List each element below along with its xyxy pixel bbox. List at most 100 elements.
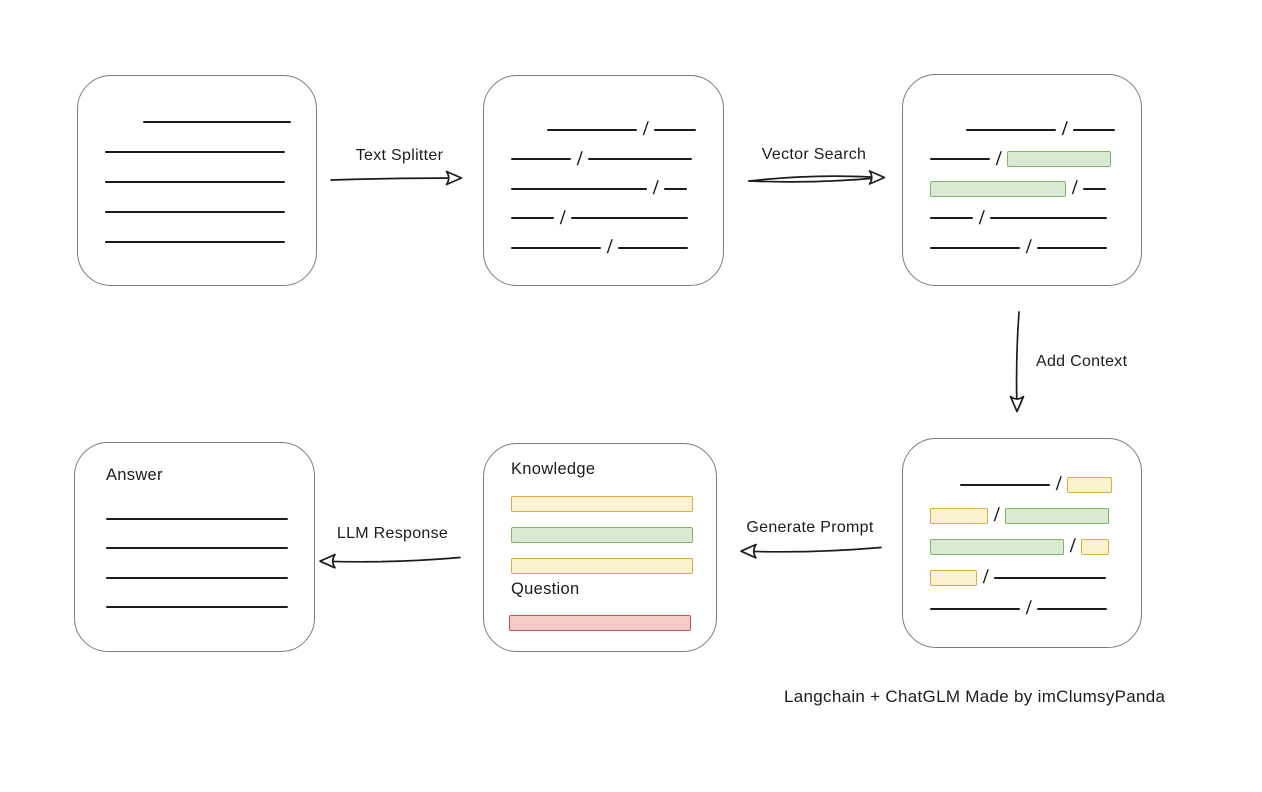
knowledge-bars: [511, 495, 693, 574]
green-highlight-bar: [1007, 151, 1112, 167]
document-box: [77, 75, 317, 286]
yellow-highlight-bar: [511, 495, 693, 512]
text-row: [511, 495, 693, 512]
text-row: [106, 510, 288, 527]
text-row: [106, 599, 288, 616]
context-text-rows: / / / / /: [930, 474, 1113, 619]
text-line: [105, 210, 285, 213]
green-highlight-bar: [511, 526, 693, 543]
text-line: [106, 517, 288, 520]
text-row: [509, 614, 691, 631]
indent-spacer: [511, 129, 541, 130]
yellow-highlight-bar: [1067, 476, 1113, 493]
slash-separator: /: [1055, 474, 1063, 495]
text-line: [511, 158, 571, 160]
text-row: /: [930, 207, 1111, 229]
slash-separator: /: [978, 207, 986, 229]
text-row: /: [930, 505, 1111, 526]
text-line: [571, 217, 689, 219]
text-line: [588, 158, 693, 160]
text-line: [105, 180, 285, 183]
text-line: [930, 217, 973, 219]
text-line: [1073, 128, 1116, 131]
generate-prompt-label: Generate Prompt: [746, 519, 874, 536]
chunks-box: /////: [483, 75, 724, 286]
text-line: [664, 187, 688, 190]
text-row: /: [930, 237, 1111, 258]
slash-separator: /: [995, 148, 1003, 170]
vector-result-box: / / / / /: [902, 74, 1142, 286]
slash-separator: /: [606, 237, 614, 258]
add-context-arrow: [1009, 311, 1025, 413]
text-line: [994, 576, 1107, 579]
indent-spacer: [930, 484, 954, 485]
llm-response-label: LLM Response: [336, 525, 449, 542]
yellow-highlight-bar: [930, 507, 988, 524]
text-line: [1083, 187, 1107, 190]
slash-separator: /: [652, 178, 660, 199]
text-row: [105, 113, 291, 130]
text-row: /: [511, 178, 693, 199]
yellow-highlight-bar: [511, 557, 693, 574]
green-highlight-bar: [1005, 507, 1110, 524]
slash-separator: /: [642, 119, 650, 140]
text-row: [511, 557, 693, 574]
text-row: /: [511, 119, 697, 140]
text-row: [511, 526, 693, 543]
text-row: [105, 173, 286, 190]
text-line: [1037, 246, 1108, 249]
text-line: [930, 158, 990, 160]
text-row: /: [930, 567, 1111, 588]
text-row: /: [511, 207, 693, 229]
text-line: [105, 150, 285, 153]
yellow-highlight-bar: [930, 569, 977, 586]
knowledge-label: Knowledge: [511, 460, 596, 478]
text-line: [990, 217, 1108, 219]
text-row: /: [930, 178, 1111, 199]
text-line: [1037, 607, 1108, 610]
text-row: /: [930, 148, 1112, 170]
text-row: [106, 569, 288, 586]
answer-label: Answer: [106, 466, 163, 484]
text-splitter-label: Text Splitter: [355, 147, 444, 164]
text-row: /: [930, 119, 1116, 140]
add-context-label: Add Context: [1036, 353, 1128, 370]
vector-result-text-rows: / / / / /: [930, 119, 1116, 258]
text-row: [105, 203, 286, 220]
text-line: [930, 246, 1020, 249]
chunks-text-rows: /////: [511, 119, 697, 258]
text-line: [966, 128, 1056, 131]
text-row: [105, 233, 286, 250]
text-line: [930, 607, 1020, 610]
indent-spacer: [930, 129, 960, 130]
text-row: [106, 540, 288, 557]
slash-separator: /: [1061, 119, 1069, 140]
text-line: [511, 217, 554, 219]
indent-spacer: [105, 121, 137, 122]
text-row: /: [930, 474, 1113, 495]
answer-text-rows: [106, 510, 288, 616]
text-line: [547, 128, 637, 131]
slash-separator: /: [993, 505, 1001, 526]
text-line: [960, 483, 1050, 486]
slash-separator: /: [1069, 536, 1077, 557]
red-highlight-bar: [509, 614, 691, 631]
slash-separator: /: [982, 567, 990, 588]
context-box: / / / / /: [902, 438, 1142, 648]
question-label: Question: [511, 580, 580, 598]
text-row: /: [511, 237, 693, 258]
vector-search-label: Vector Search: [761, 146, 867, 163]
vector-search-arrow: [748, 170, 886, 185]
text-line: [511, 187, 647, 190]
llm-response-arrow: [319, 553, 461, 569]
slash-separator: /: [1025, 598, 1033, 619]
text-line: [654, 128, 697, 131]
text-splitter-arrow: [330, 170, 463, 186]
text-row: /: [930, 598, 1111, 619]
generate-prompt-arrow: [740, 543, 882, 559]
text-line: [105, 240, 285, 243]
text-row: [105, 143, 286, 160]
slash-separator: /: [559, 207, 567, 229]
yellow-highlight-bar: [1081, 538, 1110, 555]
question-bar: [509, 614, 691, 631]
